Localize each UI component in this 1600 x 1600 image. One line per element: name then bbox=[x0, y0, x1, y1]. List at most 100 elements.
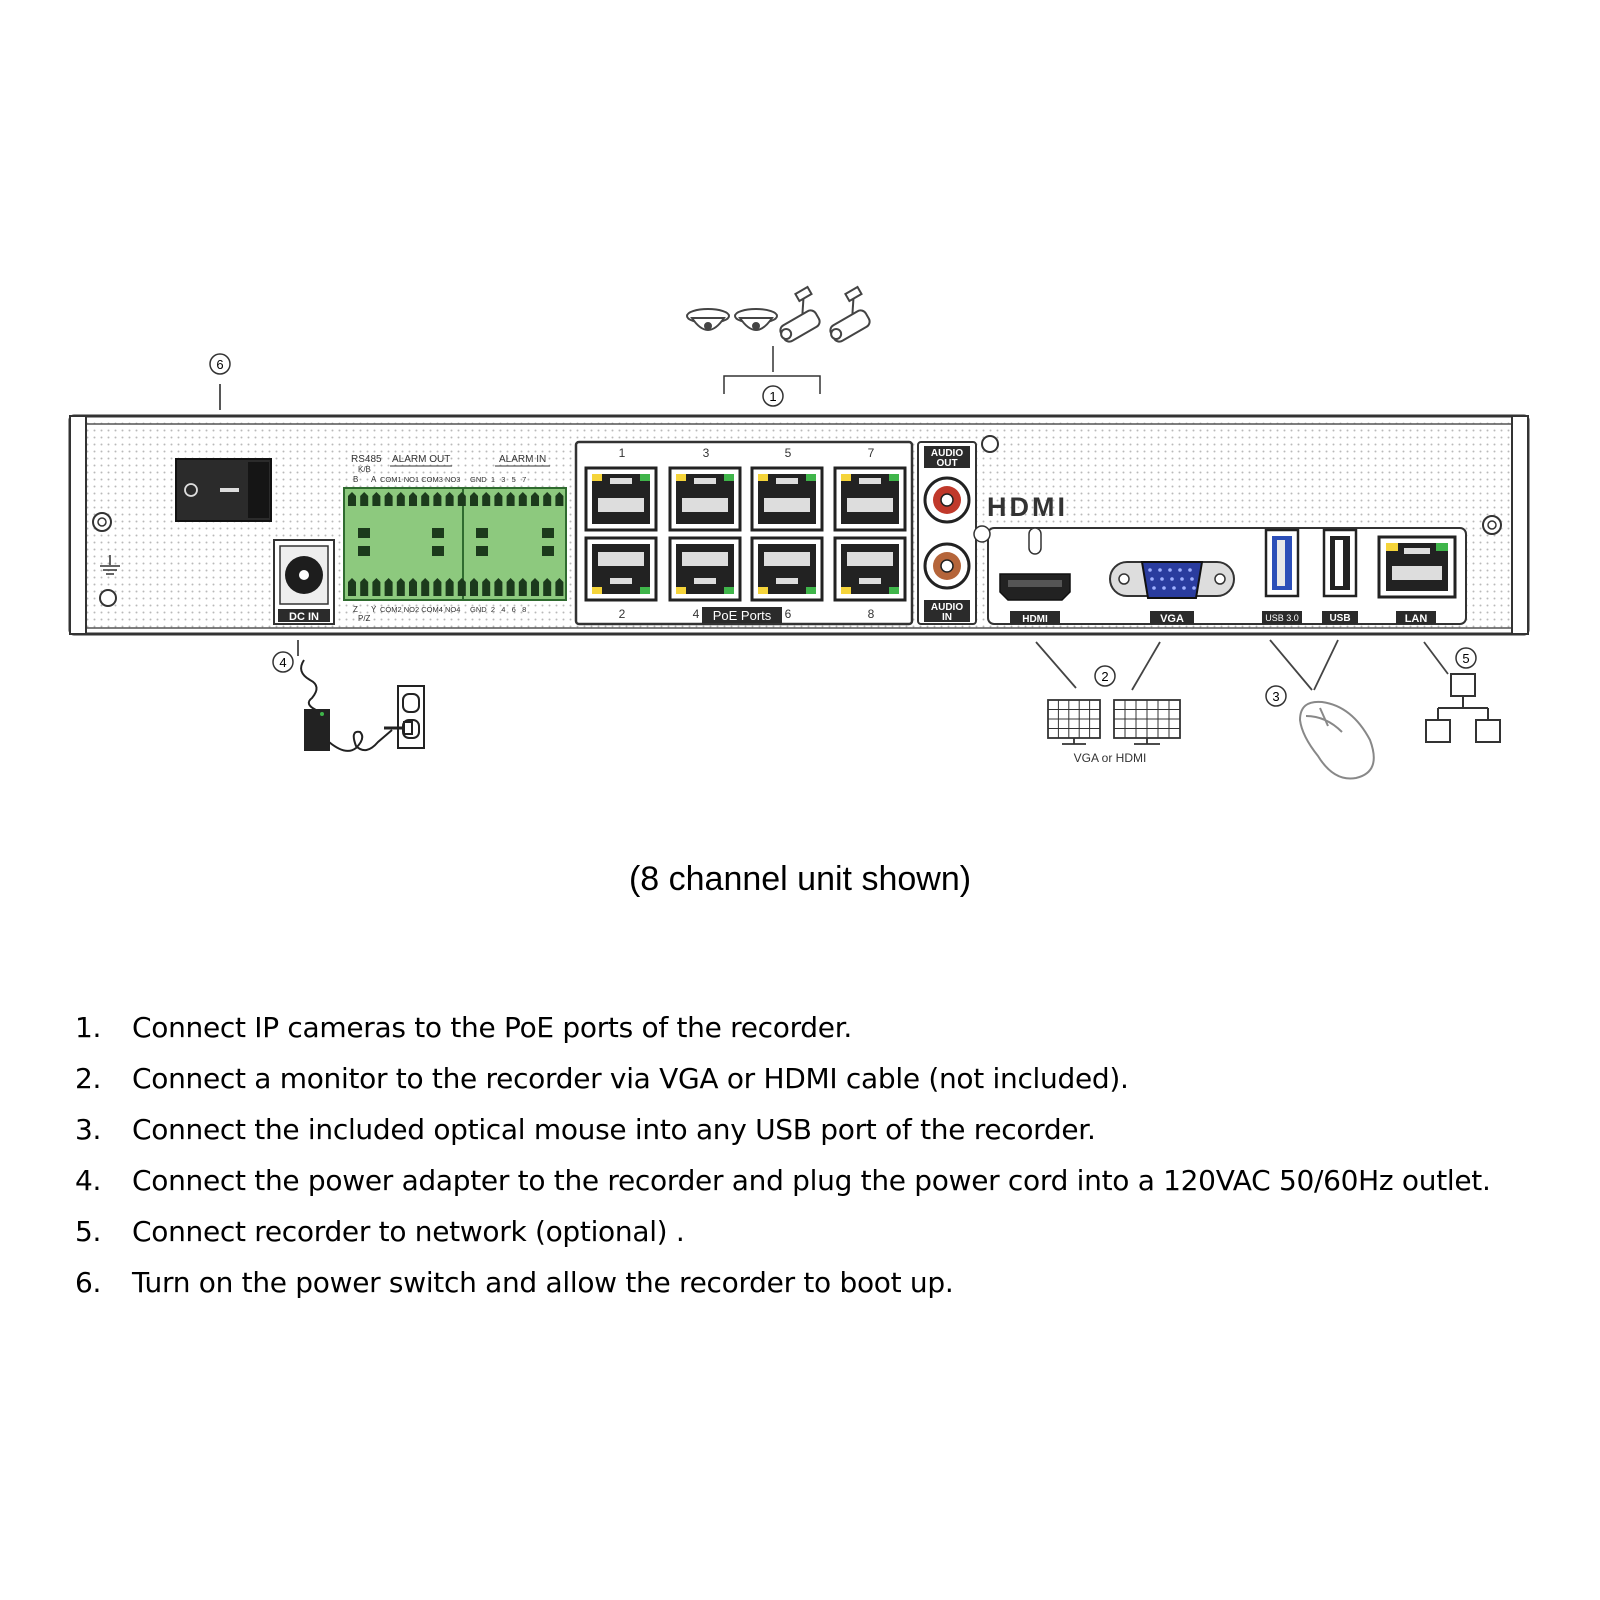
audio-group: AUDIO OUT AUDIO IN bbox=[917, 441, 977, 625]
bullet-camera-icon bbox=[829, 285, 871, 343]
callout-leaders bbox=[219, 384, 1449, 691]
terminal-pin bbox=[543, 492, 552, 596]
audio-out-label-2: OUT bbox=[936, 458, 957, 469]
network-topology-icon bbox=[1425, 673, 1501, 743]
svg-text:2: 2 bbox=[1101, 669, 1108, 684]
usb-port-label: USB bbox=[1329, 613, 1350, 624]
poe-port-number: 3 bbox=[703, 446, 710, 460]
screw-right bbox=[1482, 515, 1502, 535]
power-adapter-icon bbox=[300, 659, 393, 752]
alarm-in-bottom-labels: GND 2 4 6 8 bbox=[470, 605, 526, 614]
rs485-a-label: A bbox=[371, 475, 377, 484]
list-item: 4.Connect the power adapter to the recor… bbox=[75, 1164, 1491, 1197]
ip-cameras-icon bbox=[686, 285, 871, 343]
alarm-in-label: ALARM IN bbox=[499, 454, 546, 465]
callout-5: 5 bbox=[1455, 647, 1477, 669]
ptz-z-label: Z bbox=[353, 605, 358, 614]
terminal-pin bbox=[384, 492, 393, 596]
terminal-pin bbox=[372, 492, 381, 596]
terminal-pin bbox=[348, 492, 356, 596]
terminal-latch bbox=[432, 528, 444, 538]
terminal-pin bbox=[555, 492, 564, 596]
usb3-port-label: USB 3.0 bbox=[1265, 613, 1299, 623]
screw-left bbox=[92, 512, 112, 532]
poe-port[interactable] bbox=[668, 466, 742, 532]
poe-port-number: 2 bbox=[619, 607, 626, 621]
audio-in-label-2: IN bbox=[942, 612, 952, 623]
terminal-block: RS485 K/B B A ALARM OUT COM1 NO1 COM3 NO… bbox=[343, 454, 567, 623]
poe-port-number: 8 bbox=[868, 607, 875, 621]
list-item: 5.Connect recorder to network (optional)… bbox=[75, 1215, 685, 1248]
hdmi-logo: HDMI bbox=[987, 492, 1068, 522]
audio-out-jack[interactable] bbox=[923, 476, 971, 524]
lan-port[interactable] bbox=[1377, 535, 1457, 599]
alarm-out-bottom-labels: COM2 NO2 COM4 NO4 bbox=[380, 605, 460, 614]
callout-6: 6 bbox=[209, 353, 231, 375]
lan-port-label: LAN bbox=[1405, 613, 1428, 625]
poe-port[interactable] bbox=[668, 536, 742, 602]
svg-text:4: 4 bbox=[279, 655, 286, 670]
poe-port-number: 4 bbox=[693, 607, 700, 621]
ptz-y-label: Y bbox=[371, 605, 377, 614]
ground-symbol-icon bbox=[100, 555, 120, 575]
terminal-pin bbox=[494, 492, 503, 596]
poe-port-number: 6 bbox=[785, 607, 792, 621]
dome-camera-icon bbox=[686, 308, 730, 331]
terminal-pin bbox=[457, 492, 466, 596]
io-panel: HDMI HDMI VGA USB 3.0 bbox=[973, 492, 1467, 625]
ground-screw bbox=[99, 589, 117, 607]
poe-ports-label: PoE Ports bbox=[713, 608, 772, 623]
poe-port[interactable] bbox=[833, 466, 907, 532]
hdmi-port[interactable] bbox=[999, 573, 1071, 601]
rs485-label: RS485 bbox=[351, 454, 382, 465]
bullet-camera-icon bbox=[779, 285, 821, 343]
list-item: 1.Connect IP cameras to the PoE ports of… bbox=[75, 1011, 852, 1044]
terminal-pin bbox=[396, 492, 405, 596]
power-switch[interactable] bbox=[175, 458, 272, 522]
terminal-pin bbox=[518, 492, 527, 596]
terminal-pin bbox=[421, 492, 430, 596]
list-item: 2.Connect a monitor to the recorder via … bbox=[75, 1062, 1129, 1095]
terminal-latch bbox=[432, 546, 444, 556]
setup-steps-list: 1.Connect IP cameras to the PoE ports of… bbox=[75, 1008, 1491, 1314]
list-item: 3.Connect the included optical mouse int… bbox=[75, 1113, 1096, 1146]
terminal-latch bbox=[358, 528, 370, 538]
audio-in-jack[interactable] bbox=[923, 542, 971, 590]
terminal-latch bbox=[476, 546, 488, 556]
monitor-label: VGA or HDMI bbox=[1074, 751, 1147, 765]
callout-1-bracket bbox=[723, 346, 821, 394]
usb3-port[interactable] bbox=[1264, 528, 1300, 598]
poe-port[interactable] bbox=[584, 536, 658, 602]
nvr-rear-panel-diagram: DC IN RS485 K/B B A ALARM OUT COM1 NO1 C… bbox=[68, 285, 1530, 780]
power-on-icon bbox=[220, 488, 239, 492]
terminal-latch bbox=[542, 546, 554, 556]
rs485-b-label: B bbox=[353, 475, 358, 484]
vga-port[interactable] bbox=[1109, 561, 1235, 599]
terminal-latch bbox=[542, 528, 554, 538]
dome-camera-icon bbox=[734, 308, 778, 331]
poe-port[interactable] bbox=[833, 536, 907, 602]
poe-port[interactable] bbox=[750, 536, 824, 602]
poe-port-number: 7 bbox=[868, 446, 875, 460]
audio-in-label-1: AUDIO bbox=[931, 602, 963, 613]
audio-out-label-1: AUDIO bbox=[931, 448, 963, 459]
terminal-pin bbox=[409, 492, 417, 596]
dc-in-port[interactable]: DC IN bbox=[273, 539, 335, 625]
callout-1: 1 bbox=[762, 385, 784, 407]
terminal-pin bbox=[531, 492, 539, 596]
svg-text:6: 6 bbox=[216, 357, 223, 372]
poe-port[interactable] bbox=[584, 466, 658, 532]
terminal-pin bbox=[433, 492, 442, 596]
hdmi-port-label: HDMI bbox=[1022, 614, 1048, 625]
monitor-icon bbox=[1113, 699, 1181, 745]
power-off-icon bbox=[184, 483, 198, 497]
svg-text:1: 1 bbox=[769, 389, 776, 404]
alarm-in-top-labels: GND 1 3 5 7 bbox=[470, 475, 526, 484]
dc-in-label: DC IN bbox=[289, 611, 319, 623]
svg-text:5: 5 bbox=[1462, 651, 1469, 666]
poe-port[interactable] bbox=[750, 466, 824, 532]
alarm-out-label: ALARM OUT bbox=[392, 454, 450, 465]
usb-port[interactable] bbox=[1322, 528, 1358, 598]
poe-port-number: 5 bbox=[785, 446, 792, 460]
